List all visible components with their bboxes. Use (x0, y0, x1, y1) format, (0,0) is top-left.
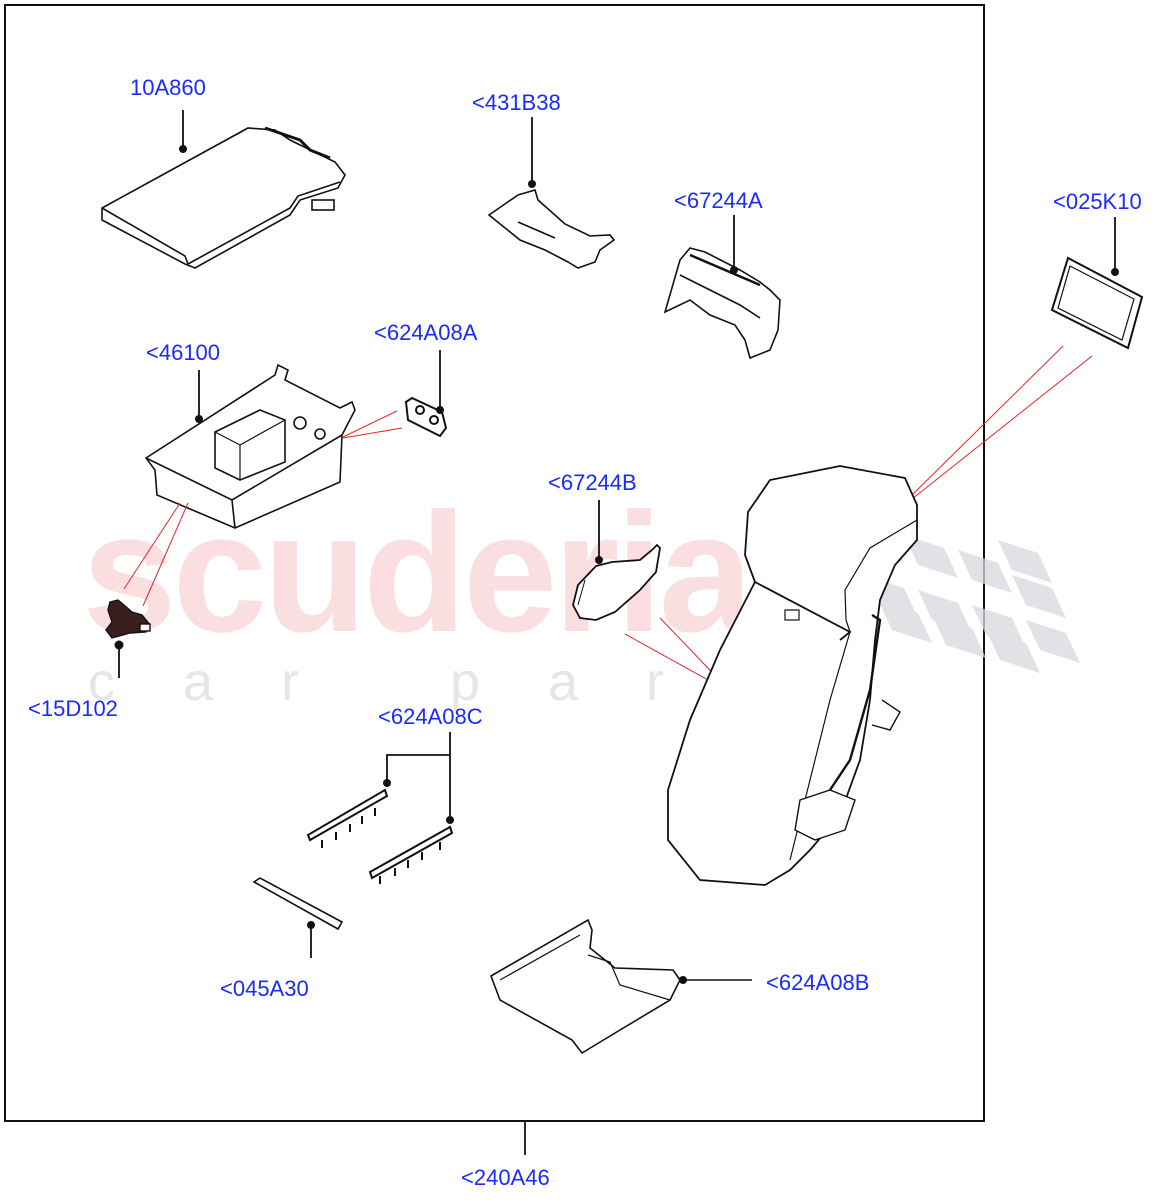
label-67244A[interactable]: <67244A (674, 188, 763, 213)
part-624A08A-clip[interactable] (404, 396, 448, 438)
part-025K10-mat[interactable] (1050, 256, 1144, 350)
label-15D102[interactable]: <15D102 (28, 696, 118, 721)
part-46100-storage-bin[interactable] (144, 363, 356, 529)
label-624A08B[interactable]: <624A08B (766, 970, 870, 995)
label-67244B[interactable]: <67244B (548, 470, 637, 495)
part-67244B-handle[interactable] (572, 543, 661, 621)
part-15D102-latch[interactable] (105, 599, 151, 639)
part-240A46-armrest-assembly[interactable] (667, 465, 918, 886)
label-46100[interactable]: <46100 (146, 340, 221, 365)
part-624A08C-rails[interactable] (306, 788, 454, 884)
part-67244A-bracket[interactable] (663, 247, 781, 360)
label-624A08A[interactable]: <624A08A (374, 320, 478, 345)
label-240A46[interactable]: <240A46 (461, 1165, 550, 1190)
part-624A08B-tray[interactable] (490, 918, 681, 1055)
label-045A30[interactable]: <045A30 (220, 976, 309, 1001)
part-10A860-armrest-lid[interactable] (101, 126, 346, 269)
part-045A30-strip[interactable] (252, 877, 344, 931)
label-431B38[interactable]: <431B38 (472, 90, 561, 115)
label-624A08C[interactable]: <624A08C (378, 704, 483, 729)
label-025K10[interactable]: <025K10 (1053, 189, 1142, 214)
part-431B38-trim-panel[interactable] (487, 189, 616, 269)
label-10A860[interactable]: 10A860 (130, 75, 206, 100)
